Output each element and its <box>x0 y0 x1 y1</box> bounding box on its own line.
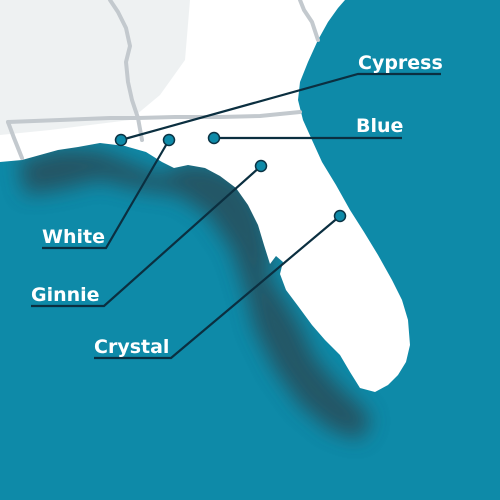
label-blue: Blue <box>356 115 403 137</box>
marker-cypress[interactable] <box>114 133 128 147</box>
label-ginnie: Ginnie <box>31 284 100 306</box>
state-borders <box>6 0 320 160</box>
leader-white <box>42 139 170 250</box>
leader-crystal <box>94 215 341 360</box>
label-cypress: Cypress <box>358 52 443 74</box>
marker-crystal[interactable] <box>333 209 347 223</box>
leader-ginnie <box>31 165 262 308</box>
leader-cypress <box>120 72 441 142</box>
marker-ginnie[interactable] <box>254 159 268 173</box>
marker-white[interactable] <box>162 133 176 147</box>
coast-shadow <box>18 148 372 440</box>
label-white: White <box>42 226 105 248</box>
spring-markers <box>114 131 347 223</box>
land-shade <box>0 0 190 135</box>
label-crystal: Crystal <box>94 336 169 358</box>
leader-lines <box>31 72 441 360</box>
marker-blue[interactable] <box>207 131 221 145</box>
